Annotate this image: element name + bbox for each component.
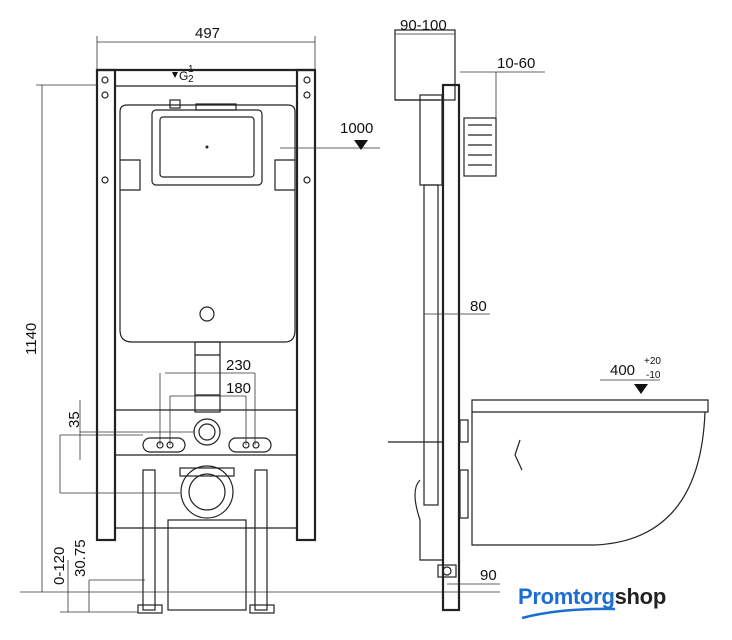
side-frame [388, 29, 497, 612]
dim-leg-adjust-label: 0-120 [51, 547, 68, 585]
water-inlet-marker: G 1 2 [172, 64, 194, 85]
dim-35-label: 35 [66, 411, 83, 428]
dim-bottom-label: 90 [480, 567, 497, 584]
level-marker-icon [634, 384, 648, 394]
logo-swoosh [521, 607, 616, 620]
side-dimensions [280, 33, 660, 585]
outlet-plate [142, 418, 272, 611]
dim-180-label: 180 [226, 380, 251, 397]
dim-height-label: 1140 [23, 323, 40, 355]
level-marker-icon [354, 140, 368, 150]
cistern [119, 99, 296, 413]
dim-bowl-tol-minus: -10 [646, 370, 661, 381]
svg-text:2: 2 [188, 74, 194, 85]
wall-hung-bowl [471, 399, 709, 546]
brand-logo: Promtorgshop [518, 584, 666, 609]
dim-button-height-label: 1000 [340, 120, 373, 137]
dim-bowl-tol-plus: +20 [644, 356, 661, 367]
front-dimensions [20, 36, 500, 613]
dim-depth-label: 90-100 [400, 17, 447, 34]
svg-text:G: G [179, 69, 188, 83]
arrow-down-icon [172, 72, 178, 78]
front-frame [95, 68, 317, 614]
svg-text:1: 1 [188, 64, 194, 75]
dim-width-label: 497 [195, 25, 220, 42]
dim-pipe-label: 80 [470, 298, 487, 315]
dim-wall-label: 10-60 [497, 55, 535, 72]
dim-floor-offset-label: 30.75 [72, 539, 89, 577]
dim-230-label: 230 [226, 357, 251, 374]
dim-bowl-height-label: 400 [610, 362, 635, 379]
